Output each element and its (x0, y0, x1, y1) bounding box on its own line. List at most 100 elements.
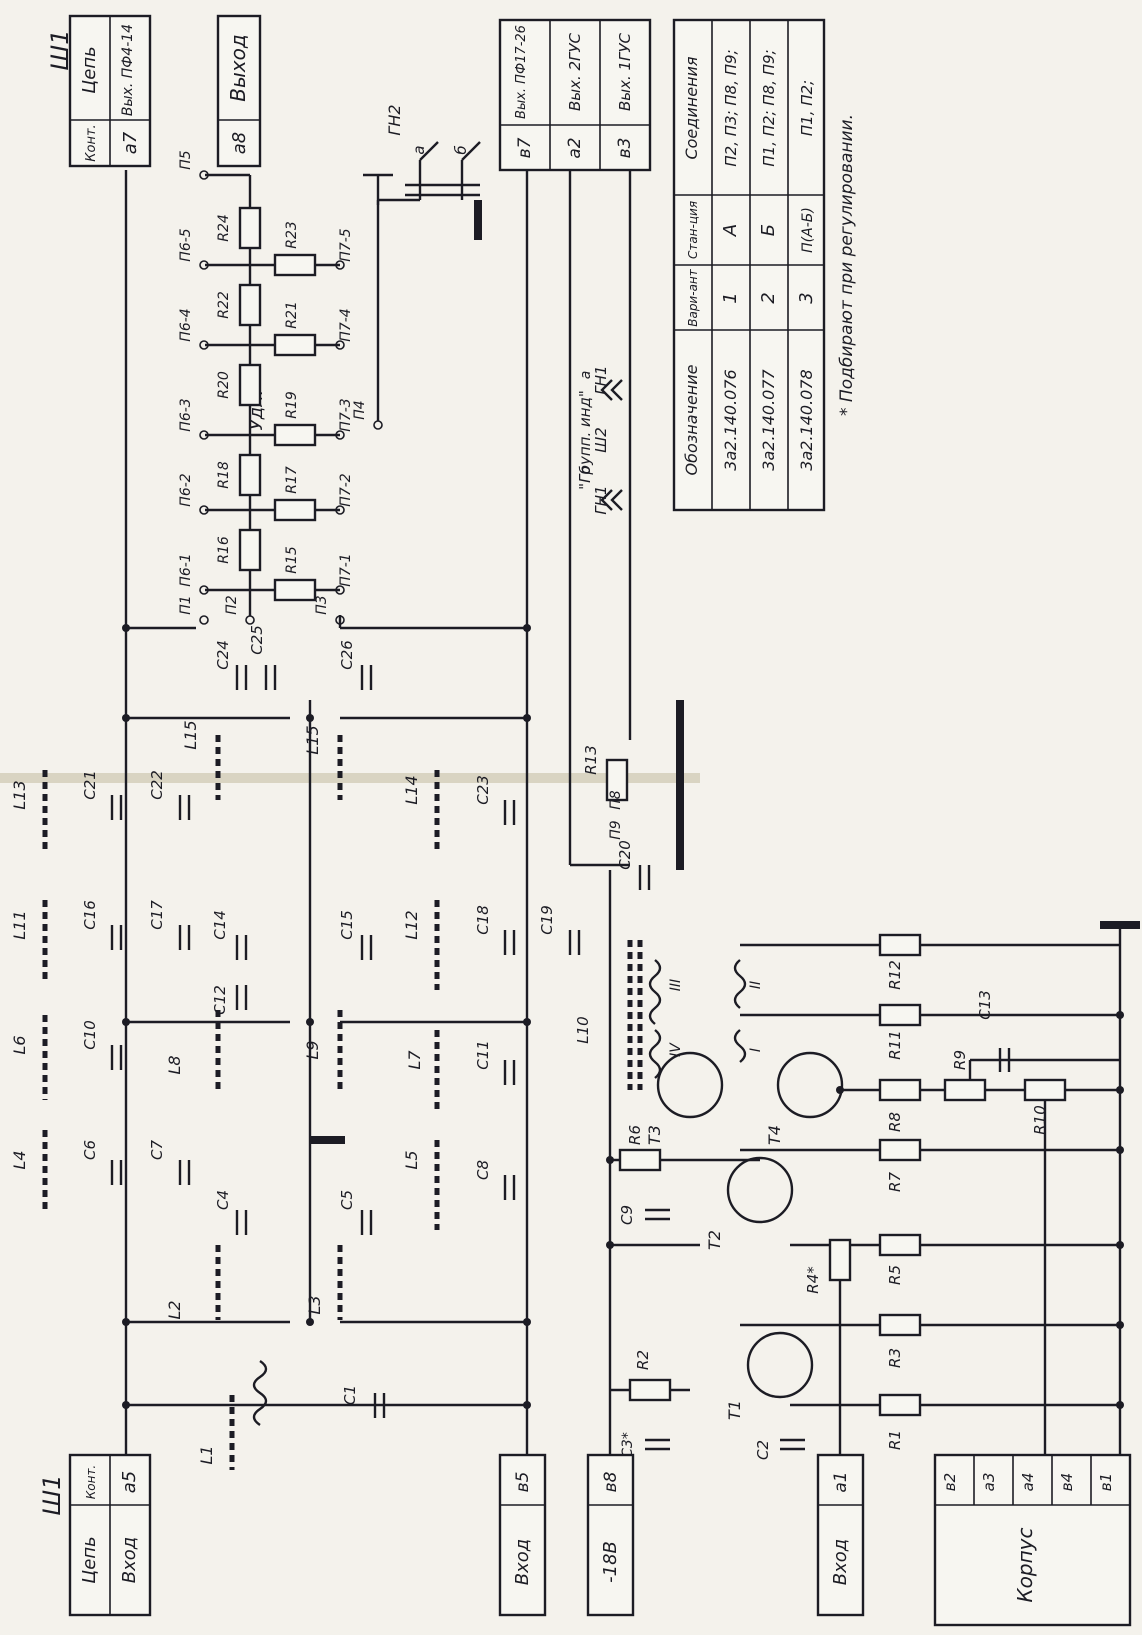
connector-sh1-output: Ш1 Конт. Цепь а7 Вых. ПФ4-14 (46, 14, 152, 168)
svg-text:C21: C21 (81, 770, 99, 800)
svg-text:C24: C24 (214, 640, 232, 670)
svg-text:T1: T1 (725, 1400, 744, 1420)
pin-a7: а7 (120, 131, 141, 154)
transformer-l10: L10 III IV II I (574, 940, 764, 1090)
signal-out-pf4-14: Вых. ПФ4-14 (120, 24, 136, 116)
svg-text:а3: а3 (980, 1473, 998, 1492)
svg-text:T3: T3 (645, 1125, 664, 1145)
svg-text:C25: C25 (248, 625, 266, 655)
svg-text:C11: C11 (474, 1040, 492, 1070)
table-header-designation: Обозначение (682, 364, 701, 475)
svg-text:R3: R3 (886, 1348, 904, 1368)
svg-text:L14: L14 (402, 775, 421, 804)
svg-text:П6-2: П6-2 (178, 473, 194, 506)
pin-b7: в7 (515, 137, 535, 158)
row3-connections: П1, П2; (798, 80, 816, 136)
table-header-station: Стан-ция (686, 201, 700, 259)
svg-text:IV: IV (668, 1042, 684, 1057)
svg-text:C23: C23 (474, 775, 492, 805)
svg-text:а5: а5 (119, 1471, 140, 1493)
svg-text:П6-1: П6-1 (178, 553, 194, 586)
svg-text:R6: R6 (626, 1125, 644, 1145)
svg-text:C15: C15 (338, 910, 356, 940)
variants-table: Соединения Стан-ция Вари-ант Обозначение… (672, 18, 857, 512)
svg-text:R22: R22 (216, 291, 232, 319)
row3-station: П(А-Б) (800, 207, 816, 253)
svg-text:C19: C19 (538, 905, 556, 935)
svg-text:П6-4: П6-4 (178, 308, 194, 341)
svg-text:б: б (578, 465, 594, 474)
svg-text:L4: L4 (10, 1150, 29, 1169)
svg-text:C18: C18 (474, 905, 492, 935)
svg-text:C4: C4 (214, 1190, 232, 1210)
signal-out-2gus: Вых. 2ГУС (566, 32, 584, 111)
connector-sh1-input: Ш1 Цепь Конт. Вход а5 (38, 1453, 152, 1617)
row3-designation: 3а2.140.078 (797, 369, 816, 470)
svg-text:R17: R17 (284, 466, 300, 494)
filter-network: L1 C1 L2 C4 L3 C5 L4 C6 C7 L5 C8 L6 (10, 625, 581, 1470)
svg-text:R18: R18 (216, 461, 232, 489)
svg-text:а4: а4 (1019, 1473, 1037, 1492)
svg-text:C13: C13 (976, 990, 994, 1020)
svg-text:R21: R21 (284, 301, 300, 329)
svg-text:R11: R11 (886, 1030, 904, 1060)
svg-text:C3*: C3* (620, 1432, 636, 1458)
svg-text:П7-3: П7-3 (338, 398, 354, 431)
driver-stage: R1 R3 R4* R5 R7 R8 R9 R10 R11 R12 R6 R2 … (582, 700, 1140, 1460)
footnote: * Подбирают при регулировании. (837, 114, 857, 416)
svg-text:П7-4: П7-4 (338, 308, 354, 341)
svg-text:П5: П5 (178, 150, 194, 170)
svg-text:R24: R24 (216, 214, 232, 242)
connector-minus18: -18В в8 (586, 1453, 635, 1617)
jack-group-ind: "Групп. инд" ГН1 ГН1 Ш2 б а (576, 365, 623, 515)
transistors: T3 T4 T2 T1 (645, 1051, 844, 1420)
svg-text:C16: C16 (81, 900, 99, 930)
svg-text:R5: R5 (886, 1265, 904, 1285)
svg-text:Корпус: Корпус (1013, 1527, 1037, 1602)
svg-text:в5: в5 (513, 1472, 533, 1493)
svg-text:"Групп. инд": "Групп. инд" (576, 390, 594, 490)
svg-text:П3: П3 (314, 595, 330, 614)
table-header-connections: Соединения (682, 56, 701, 159)
svg-text:C5: C5 (338, 1190, 356, 1210)
svg-text:R9: R9 (951, 1050, 969, 1070)
svg-text:R19: R19 (284, 391, 300, 419)
svg-text:R15: R15 (284, 546, 300, 574)
row1-connections: П2, П3; П8, П9; (722, 49, 740, 166)
header-circuit: Цепь (79, 46, 100, 93)
svg-text:L7: L7 (405, 1050, 424, 1070)
signal-out-pf17-26: Вых. ПФ17-26 (514, 25, 529, 119)
svg-text:ГН2: ГН2 (385, 104, 404, 135)
svg-text:L5: L5 (402, 1150, 421, 1169)
svg-text:L10: L10 (574, 1016, 592, 1043)
svg-text:R23: R23 (284, 221, 300, 249)
svg-text:П8: П8 (608, 790, 624, 810)
row2-connections: П1, П2; П8, П9; (760, 49, 778, 166)
svg-text:L1: L1 (197, 1445, 216, 1464)
svg-text:R2: R2 (634, 1350, 652, 1370)
svg-text:L15: L15 (303, 725, 322, 754)
svg-text:L11: L11 (10, 910, 29, 939)
svg-text:L13: L13 (10, 780, 29, 809)
svg-text:III: III (668, 979, 684, 991)
svg-text:II: II (748, 981, 764, 989)
housing-connector: в2 а3 а4 в4 в1 Корпус (933, 1453, 1132, 1627)
svg-text:T2: T2 (705, 1230, 724, 1250)
svg-text:R1: R1 (886, 1430, 904, 1450)
table-row: П1, П2; П8, П9; Б 2 3а2.140.077 (758, 49, 779, 470)
svg-text:П7-2: П7-2 (338, 473, 354, 506)
svg-text:C26: C26 (338, 640, 356, 670)
svg-text:Вход: Вход (830, 1539, 851, 1585)
svg-text:Ш2: Ш2 (592, 427, 610, 453)
svg-text:в4: в4 (1058, 1473, 1076, 1491)
pin-b3: в3 (615, 138, 635, 159)
svg-text:П7-5: П7-5 (338, 228, 354, 261)
svg-text:П1: П1 (178, 595, 194, 614)
svg-text:C8: C8 (474, 1160, 492, 1180)
svg-text:П6-5: П6-5 (178, 228, 194, 261)
connector-output-a8: а8 Выход (216, 14, 262, 168)
svg-text:C7: C7 (148, 1140, 166, 1160)
svg-text:R10: R10 (1031, 1105, 1049, 1135)
junction-dots (122, 624, 1124, 1409)
svg-text:L6: L6 (10, 1035, 29, 1054)
